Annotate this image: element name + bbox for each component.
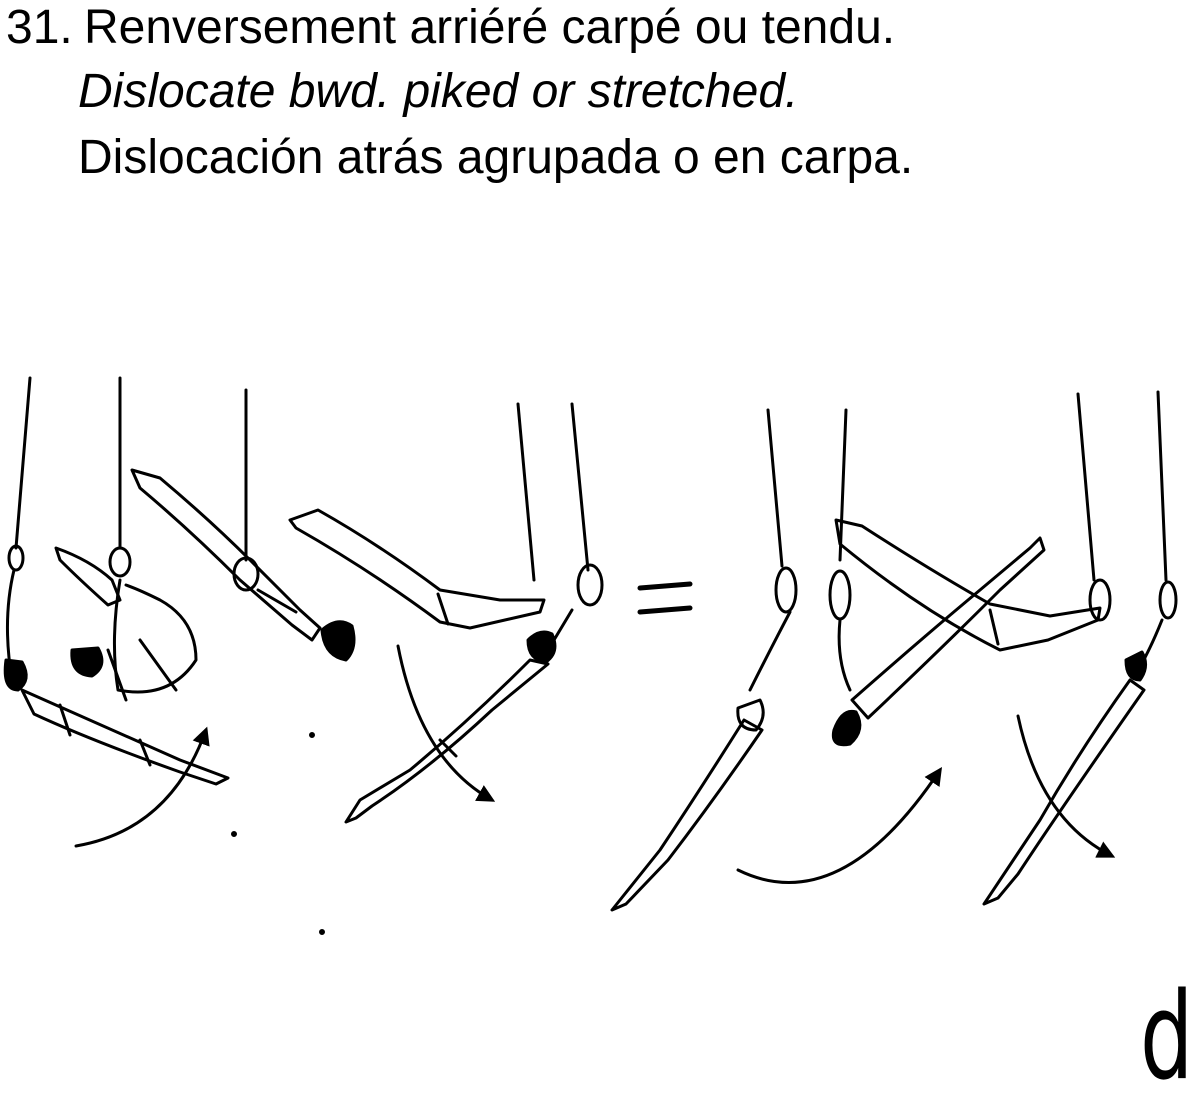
stretched-sequence xyxy=(610,390,1178,912)
speck xyxy=(231,831,237,837)
body xyxy=(130,468,322,642)
gymnast-figure-8 xyxy=(834,392,1112,652)
ring-strap xyxy=(1076,392,1096,582)
difficulty-letter: d xyxy=(1140,968,1194,1107)
ring-strap xyxy=(14,376,32,550)
head xyxy=(70,646,104,678)
head xyxy=(320,620,356,662)
body xyxy=(344,658,550,824)
body xyxy=(20,688,230,786)
speck xyxy=(309,732,315,738)
legs xyxy=(54,546,122,607)
element-number: 31. xyxy=(6,1,73,54)
element-name-spanish: Dislocación atrás agrupada o en carpa. xyxy=(78,131,914,184)
head xyxy=(831,709,862,747)
swing-arrow-up xyxy=(736,767,942,884)
ring xyxy=(828,569,852,621)
body-line xyxy=(436,592,450,626)
ring xyxy=(576,563,604,607)
swing-arrow-down xyxy=(396,644,496,802)
body xyxy=(834,518,1102,652)
gymnast-figure-5 xyxy=(344,608,574,824)
arm xyxy=(138,638,178,692)
ring-strap xyxy=(570,402,590,572)
element-name-english: Dislocate bwd. piked or stretched. xyxy=(78,65,799,118)
torso xyxy=(112,578,198,694)
body xyxy=(982,678,1146,906)
body-line xyxy=(138,738,152,767)
body xyxy=(288,508,546,630)
gymnast-figure-3 xyxy=(130,388,356,662)
piked-sequence xyxy=(3,376,604,848)
gymnast-figure-4 xyxy=(288,402,604,630)
ring xyxy=(1088,578,1112,622)
body-line xyxy=(988,608,1000,646)
body xyxy=(850,536,1046,720)
arm xyxy=(748,610,792,692)
gymnast-figure-7 xyxy=(828,408,1046,747)
arm xyxy=(256,588,298,614)
ring xyxy=(7,544,25,572)
body xyxy=(610,718,764,912)
gymnast-figure-6 xyxy=(610,408,798,912)
body-line xyxy=(58,703,72,737)
ring-strap xyxy=(766,408,784,568)
ring xyxy=(108,546,132,578)
body-line xyxy=(438,738,458,758)
swing-arrow-down xyxy=(1016,714,1116,858)
gymnast-figure-1 xyxy=(3,376,230,786)
ring-strap xyxy=(1156,390,1168,582)
swing-arrow-up xyxy=(74,726,210,848)
ring-strap xyxy=(516,402,536,582)
equals-sign xyxy=(637,581,693,615)
ring xyxy=(1158,580,1178,620)
speck xyxy=(319,929,325,935)
head xyxy=(1124,650,1147,682)
gymnast-figure-2 xyxy=(54,546,198,702)
arm xyxy=(837,618,852,692)
element-name-french: Renversement arriéré carpé ou tendu. xyxy=(84,1,896,54)
head xyxy=(3,658,28,692)
gymnast-figure-9 xyxy=(982,390,1178,906)
ring-strap xyxy=(838,408,848,562)
ring xyxy=(774,566,798,614)
arm xyxy=(106,648,128,702)
head xyxy=(526,630,557,664)
head xyxy=(736,698,765,732)
